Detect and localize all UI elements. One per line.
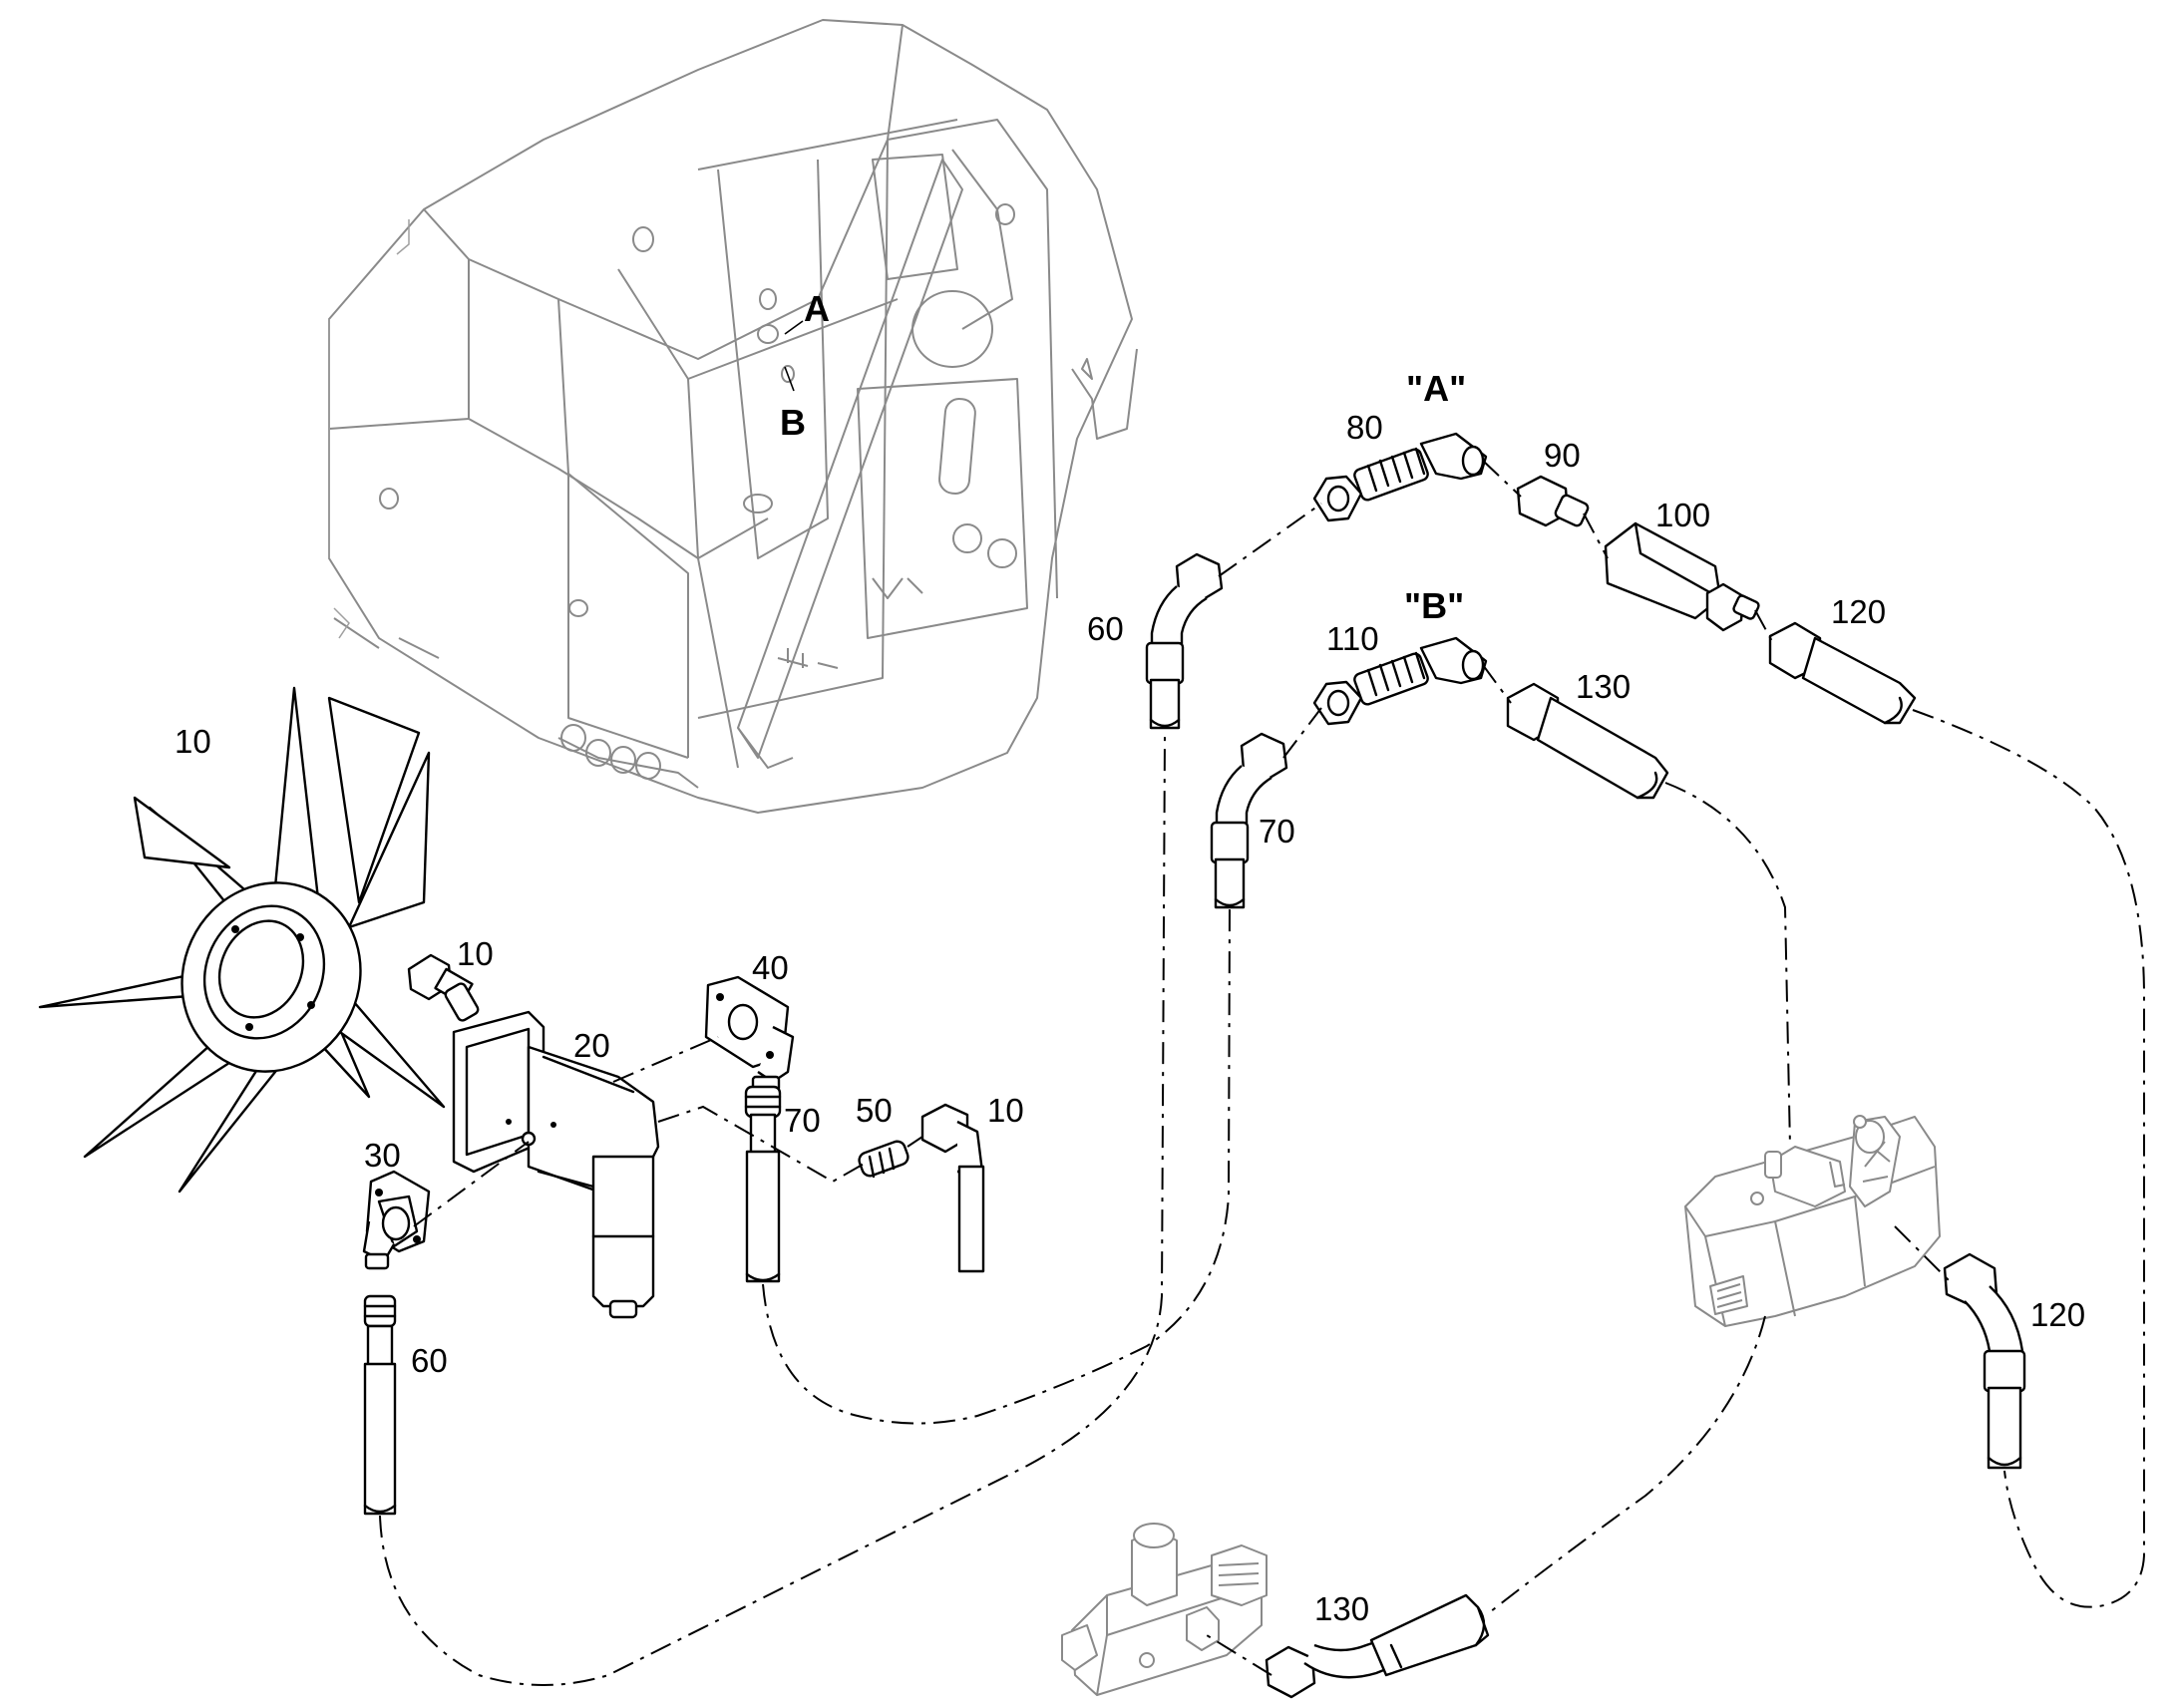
hose-60-upper-label: 60: [1087, 610, 1124, 647]
valve-100-label: 100: [1655, 497, 1710, 533]
hose-130-lower: [1265, 1593, 1490, 1699]
hydraulic-motor: [1684, 1115, 1941, 1327]
fan-assembly: [38, 686, 446, 1194]
hose-70-lower-label: 70: [784, 1102, 821, 1139]
fitting-10-label-b: 10: [987, 1092, 1024, 1129]
machine-frame: [328, 19, 1138, 814]
fitting-10-label-a: 10: [457, 935, 494, 972]
hydraulic-pump: [452, 1010, 660, 1319]
flange-elbow-30: [362, 1170, 431, 1270]
hose-70-lower: [744, 1085, 782, 1283]
elbow-110: [1312, 636, 1488, 726]
hose-70-upper: [1210, 732, 1288, 909]
detail-b-label: "B": [1404, 585, 1464, 626]
elbow-110-label: 110: [1326, 620, 1379, 657]
frame-port-a-label: A: [804, 288, 830, 329]
hose-60-lower: [363, 1294, 397, 1516]
priority-valve-block: [1061, 1523, 1268, 1696]
frame-port-a: A: [784, 288, 830, 335]
hose-130-lower-label: 130: [1314, 1590, 1369, 1627]
elbow-80: [1312, 432, 1488, 522]
hose-120-lower-label: 120: [2030, 1296, 2085, 1333]
hose-70-upper-label: 70: [1259, 813, 1295, 850]
routing-lines: [379, 460, 2145, 1686]
elbow-fitting-10: [920, 1103, 985, 1273]
hose-60-upper: [1145, 552, 1224, 730]
hose-130-upper-label: 130: [1576, 668, 1631, 705]
adapter-50-label: 50: [856, 1092, 893, 1129]
hose-120-lower: [1943, 1252, 2026, 1470]
adapter-90: [1516, 475, 1590, 527]
hose-130-upper: [1506, 682, 1669, 800]
fan-label: 10: [175, 723, 211, 760]
frame-port-b: B: [780, 366, 806, 443]
frame-port-b-label: B: [780, 402, 806, 443]
pump-label: 20: [573, 1027, 610, 1064]
hose-120-upper: [1768, 621, 1917, 725]
hose-60-lower-label: 60: [411, 1342, 448, 1379]
flange-elbow-40: [704, 975, 795, 1093]
adapter-90-label: 90: [1544, 437, 1581, 474]
detail-a-label: "A": [1406, 368, 1466, 409]
flange-30-label: 30: [364, 1137, 401, 1174]
elbow-80-label: 80: [1346, 409, 1383, 446]
straight-fitting-10: [407, 953, 480, 1022]
adapter-50: [858, 1140, 909, 1179]
flange-40-label: 40: [752, 949, 789, 986]
hose-120-upper-label: 120: [1831, 593, 1886, 630]
check-valve-100: [1604, 521, 1760, 632]
